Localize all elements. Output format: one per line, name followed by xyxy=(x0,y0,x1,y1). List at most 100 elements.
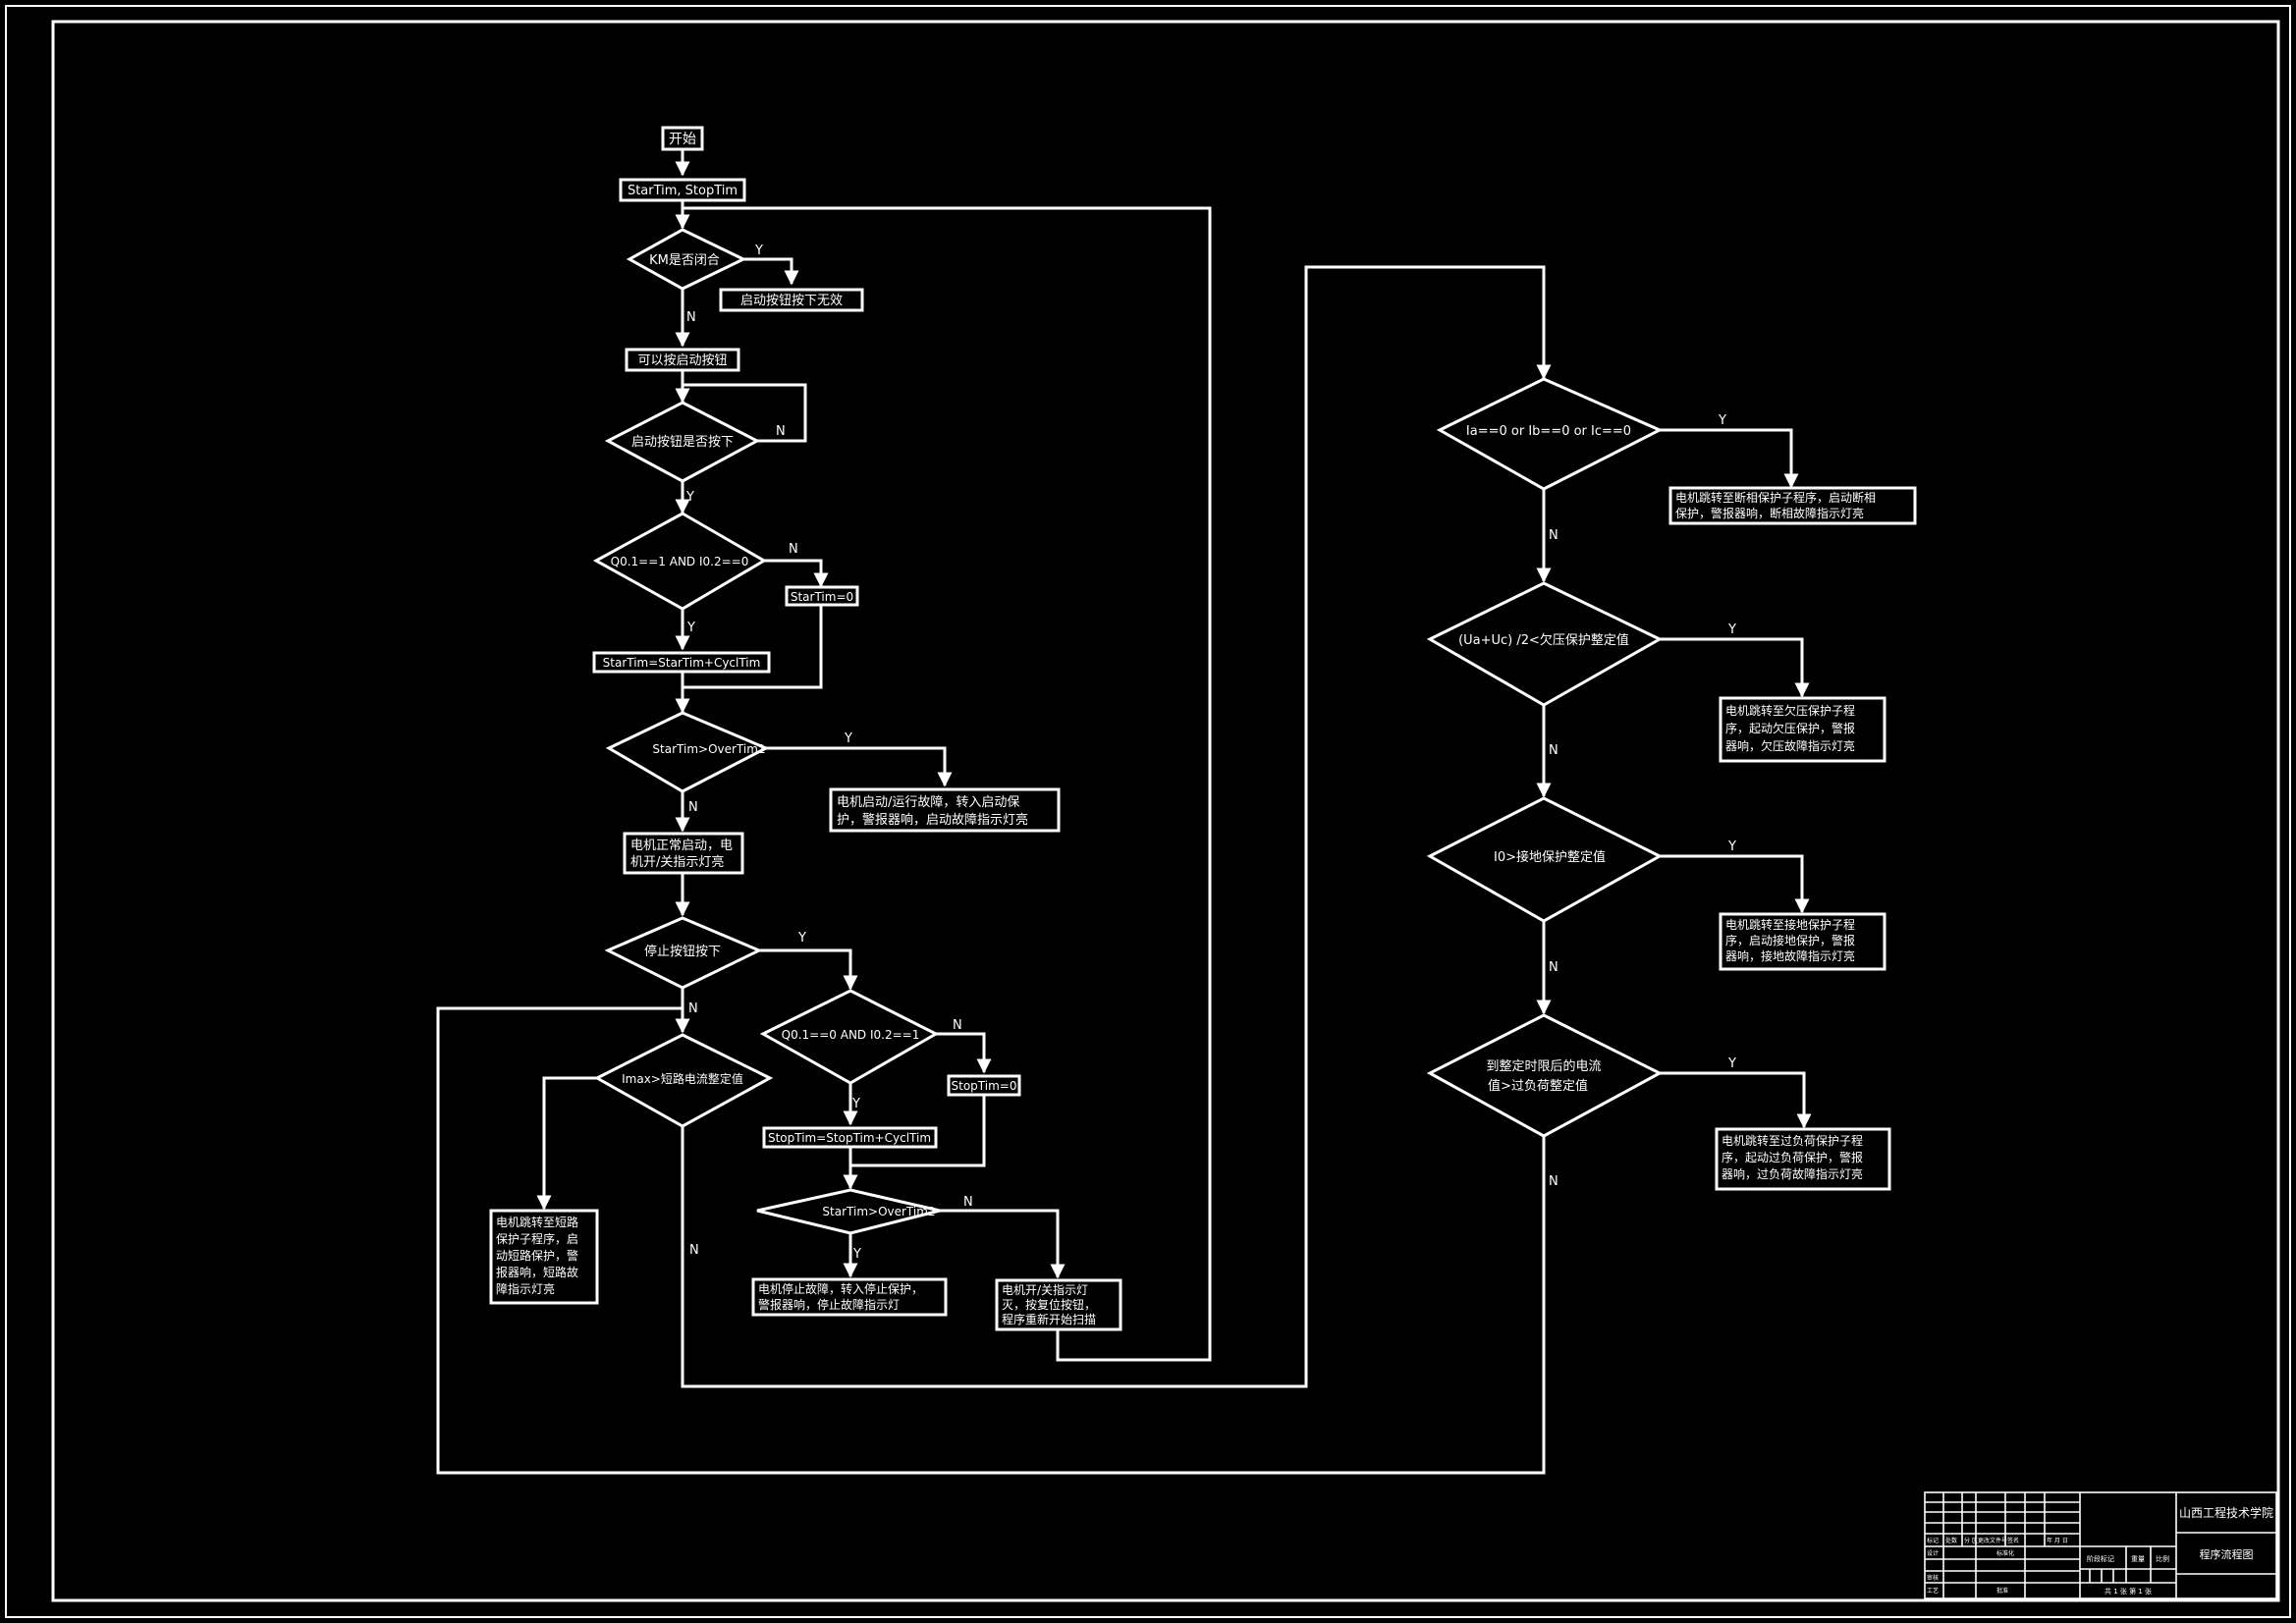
decision-startim-over-label: StarTim>OverTim1 xyxy=(652,742,765,756)
decision-imax-label: Imax>短路电流整定值 xyxy=(622,1071,743,1086)
decision-q01-off: Q0.1==0 AND I0.2==1 xyxy=(759,989,940,1085)
node-motor-running-label-1: 电机正常启动，电 xyxy=(630,839,733,853)
node-uv-protect-label-2: 序，起动欠压保护，警报 xyxy=(1725,721,1855,735)
node-phase-protect-label-2: 保护，警报器响，断相故障指示灯亮 xyxy=(1675,506,1864,520)
node-short-protect-label-2: 保护子程序，启 xyxy=(496,1231,578,1246)
node-uv-protect-label-1: 电机跳转至欠压保护子程 xyxy=(1725,703,1855,718)
node-init-label: StarTim, StopTim xyxy=(628,184,738,198)
node-start-fault: 电机启动/运行故障，转入启动保 护，警报器响，启动故障指示灯亮 xyxy=(829,787,1061,833)
inner-frame xyxy=(51,20,2280,1602)
node-start-invalid: 启动按钮按下无效 xyxy=(719,288,864,312)
decision-ground: I0>接地保护整定值 xyxy=(1426,796,1664,923)
label-no: N xyxy=(1549,743,1558,758)
decision-stoptim-over-label: StarTim>OverTim2 xyxy=(822,1205,935,1218)
node-overload-protect-label-2: 序，起动过负荷保护，警报 xyxy=(1722,1150,1863,1164)
title-block-col-label: 更改文件号 xyxy=(1978,1537,2007,1544)
node-inc-stoptim: StopTim=StopTim+CyclTim xyxy=(762,1126,938,1149)
title-block-col-label: 处数 xyxy=(1945,1537,1957,1544)
title-block-row-label: 批准 xyxy=(1996,1587,2008,1595)
node-motor-running: 电机正常启动，电 机开/关指示灯亮 xyxy=(623,832,744,875)
title-block-sheet-label: 共 1 张 第 1 张 xyxy=(2105,1587,2152,1596)
decision-imax: Imax>短路电流整定值 xyxy=(593,1033,774,1128)
label-no: N xyxy=(689,1243,699,1258)
node-reset-startim: StarTim=0 xyxy=(785,585,859,607)
label-no: N xyxy=(688,800,698,815)
title-block-col-label: 签名 xyxy=(2007,1537,2019,1544)
decision-overload-label-1: 到整定时限后的电流 xyxy=(1486,1058,1601,1074)
decision-overload-label-2: 值>过负荷整定值 xyxy=(1488,1078,1588,1094)
node-can-press-start: 可以按启动按钮 xyxy=(625,348,740,372)
label-no: N xyxy=(1549,528,1558,543)
label-yes: Y xyxy=(1727,839,1736,854)
label-yes: Y xyxy=(1718,413,1726,428)
decision-q01-off-label: Q0.1==0 AND I0.2==1 xyxy=(782,1028,920,1042)
decision-overload: 到整定时限后的电流 值>过负荷整定值 xyxy=(1426,1013,1664,1138)
node-uv-protect: 电机跳转至欠压保护子程 序，起动欠压保护，警报 器响，欠压故障指示灯亮 xyxy=(1719,696,1886,763)
decision-start-pressed: 启动按钮是否按下 xyxy=(604,401,761,483)
node-start: 开始 xyxy=(661,126,704,151)
title-block-school: 山西工程技术学院 xyxy=(2179,1505,2273,1520)
title-block-stage-label: 比例 xyxy=(2156,1554,2169,1563)
label-yes: Y xyxy=(685,490,694,505)
label-yes: Y xyxy=(851,1097,860,1111)
node-reset-stoptim: StopTim=0 xyxy=(947,1074,1021,1097)
node-start-fault-label-1: 电机启动/运行故障，转入启动保 xyxy=(837,795,1019,810)
label-yes: Y xyxy=(1727,622,1736,637)
label-no: N xyxy=(1549,1174,1558,1189)
label-no: N xyxy=(953,1018,962,1033)
label-yes: Y xyxy=(686,621,695,635)
label-yes: Y xyxy=(1727,1056,1736,1071)
title-block-drawing-name: 程序流程图 xyxy=(2200,1547,2254,1561)
title-block-row-label: 标准化 xyxy=(1996,1549,2014,1557)
node-short-protect-label-1: 电机跳转至短路 xyxy=(496,1215,578,1229)
node-can-press-start-label: 可以按启动按钮 xyxy=(637,353,727,368)
title-block-row-label: 审核 xyxy=(1927,1574,1939,1582)
title-block-stage-label: 重量 xyxy=(2131,1555,2145,1563)
label-no: N xyxy=(789,542,798,557)
decision-ground-label: I0>接地保护整定值 xyxy=(1494,849,1606,865)
title-block-col-label: 年 月 日 xyxy=(2047,1537,2068,1544)
node-stop-fault-label-1: 电机停止故障，转入停止保护， xyxy=(758,1281,923,1296)
node-motor-off-label-2: 灭，按复位按钮， xyxy=(1002,1297,1096,1312)
node-phase-protect: 电机跳转至断相保护子程序，启动断相 保护，警报器响，断相故障指示灯亮 xyxy=(1668,486,1917,525)
node-ground-protect-label-1: 电机跳转至接地保护子程 xyxy=(1725,917,1855,932)
title-block-col-label: 分 区 xyxy=(1964,1537,1978,1544)
node-phase-protect-label-1: 电机跳转至断相保护子程序，启动断相 xyxy=(1675,490,1876,505)
decision-phase: Ia==0 or Ib==0 or Ic==0 xyxy=(1436,377,1664,491)
node-motor-off-label-1: 电机开/关指示灯 xyxy=(1002,1282,1088,1297)
node-overload-protect-label-1: 电机跳转至过负荷保护子程 xyxy=(1722,1133,1863,1148)
decision-startim-over: StarTim>OverTim1 xyxy=(605,711,770,793)
title-block-row-label: 工艺 xyxy=(1927,1587,1939,1595)
decision-undervoltage: (Ua+Uc) /2<欠压保护整定值 xyxy=(1426,581,1664,707)
label-yes: Y xyxy=(844,731,852,746)
node-inc-startim-label: StarTim=StarTim+CyclTim xyxy=(603,656,761,670)
node-init: StarTim, StopTim xyxy=(619,178,746,202)
decision-q01-on: Q0.1==1 AND I0.2==0 xyxy=(592,512,767,611)
label-yes: Y xyxy=(754,243,763,258)
node-start-fault-label-2: 护，警报器响，启动故障指示灯亮 xyxy=(837,812,1028,828)
node-inc-stoptim-label: StopTim=StopTim+CyclTim xyxy=(768,1131,931,1145)
decision-km-closed-label: KM是否闭合 xyxy=(649,253,720,268)
title-block-row-label: 设计 xyxy=(1927,1549,1939,1557)
node-short-protect-label-3: 动短路保护，警 xyxy=(496,1248,578,1263)
node-motor-off-label-3: 程序重新开始扫描 xyxy=(1002,1312,1096,1326)
node-ground-protect-label-3: 器响，接地故障指示灯亮 xyxy=(1725,948,1855,963)
node-reset-stoptim-label: StopTim=0 xyxy=(952,1079,1017,1093)
node-overload-protect-label-3: 器响，过负荷故障指示灯亮 xyxy=(1722,1166,1863,1181)
node-short-protect-label-4: 报器响，短路故 xyxy=(496,1265,578,1279)
decision-km-closed: KM是否闭合 xyxy=(626,228,747,291)
edge-labels: Y N N Y N Y Y N Y N N Y N Y N Y N Y N Y … xyxy=(685,243,1736,1262)
decision-undervoltage-label: (Ua+Uc) /2<欠压保护整定值 xyxy=(1458,632,1629,648)
label-no: N xyxy=(686,310,696,325)
decision-start-pressed-label: 启动按钮是否按下 xyxy=(631,435,734,450)
decision-stop-pressed: 停止按钮按下 xyxy=(604,916,763,990)
node-stop-fault-label-2: 警报器响，停止故障指示灯 xyxy=(758,1297,900,1312)
decision-phase-label: Ia==0 or Ib==0 or Ic==0 xyxy=(1466,424,1631,439)
node-motor-off: 电机开/关指示灯 灭，按复位按钮， 程序重新开始扫描 xyxy=(995,1278,1122,1331)
connectors xyxy=(436,149,1812,1475)
node-short-protect: 电机跳转至短路 保护子程序，启 动短路保护，警 报器响，短路故 障指示灯亮 xyxy=(489,1209,599,1305)
label-no: N xyxy=(776,424,786,439)
decision-stoptim-over: StarTim>OverTim2 xyxy=(756,1188,941,1235)
node-inc-startim: StarTim=StarTim+CyclTim xyxy=(592,651,771,674)
